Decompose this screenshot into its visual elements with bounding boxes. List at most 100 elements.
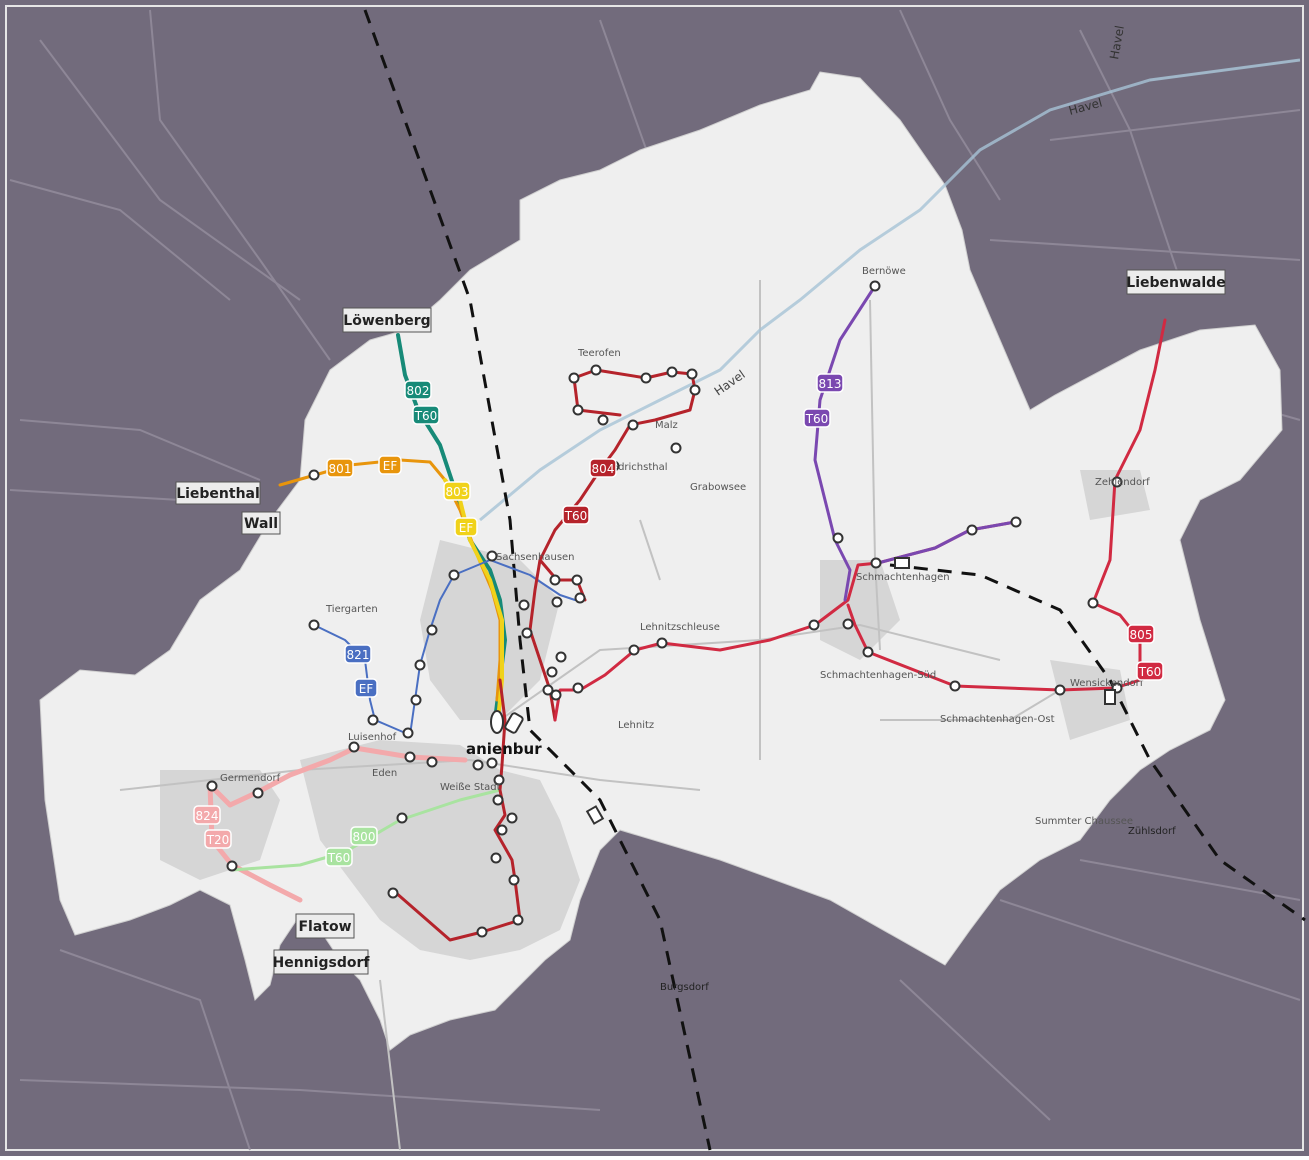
bus-stop[interactable] [252, 787, 264, 799]
bus-stop[interactable] [628, 644, 640, 656]
line-badge-803[interactable]: 803 [443, 481, 471, 501]
bus-stop[interactable] [551, 596, 563, 608]
destination-liebenwalde[interactable]: Liebenwalde [1126, 269, 1226, 295]
bus-stop[interactable] [396, 812, 408, 824]
station-marker-east[interactable] [894, 557, 910, 569]
bus-stop[interactable] [597, 414, 609, 426]
bus-stop[interactable] [308, 619, 320, 631]
bus-stop[interactable] [1054, 684, 1066, 696]
bus-stop[interactable] [832, 532, 844, 544]
bus-stop[interactable] [486, 550, 498, 562]
bus-stop[interactable] [568, 372, 580, 384]
bus-stop[interactable] [486, 757, 498, 769]
line-badge-label: EF [359, 682, 374, 696]
bus-stop[interactable] [689, 384, 701, 396]
destination-label: Liebenwalde [1126, 275, 1225, 291]
line-badge-t60[interactable]: T60 [325, 847, 353, 867]
bus-stop[interactable] [1111, 476, 1123, 488]
bus-stop[interactable] [508, 874, 520, 886]
line-badge-821[interactable]: 821 [344, 644, 372, 664]
station-marker-se[interactable] [1104, 689, 1116, 705]
bus-stop[interactable] [542, 684, 554, 696]
line-badge-t60[interactable]: T60 [803, 408, 831, 428]
bus-stop[interactable] [686, 368, 698, 380]
bus-stop[interactable] [387, 887, 399, 899]
line-badge-bg [803, 408, 831, 428]
bus-stop[interactable] [206, 780, 218, 792]
bus-stop[interactable] [666, 366, 678, 378]
bus-stop[interactable] [1010, 516, 1022, 528]
bus-stop[interactable] [555, 651, 567, 663]
bus-stop[interactable] [414, 659, 426, 671]
bus-stop[interactable] [348, 741, 360, 753]
bus-stop[interactable] [574, 592, 586, 604]
bus-stop[interactable] [506, 812, 518, 824]
bus-stop[interactable] [1087, 597, 1099, 609]
label-schmachtenhagen-ost: Schmachtenhagen-Ost [940, 714, 1055, 725]
bus-stop[interactable] [226, 860, 238, 872]
bus-stop[interactable] [476, 926, 488, 938]
bus-stop[interactable] [590, 364, 602, 376]
bus-stop[interactable] [572, 404, 584, 416]
bus-stop[interactable] [571, 574, 583, 586]
line-badge-800[interactable]: 800 [350, 826, 378, 846]
bus-stop[interactable] [512, 914, 524, 926]
bus-stop[interactable] [521, 627, 533, 639]
bus-stop[interactable] [490, 852, 502, 864]
line-badge-ef[interactable]: EF [378, 455, 402, 475]
bus-stop[interactable] [808, 619, 820, 631]
bus-stop[interactable] [426, 756, 438, 768]
bus-stop[interactable] [869, 280, 881, 292]
destination-flatow[interactable]: Flatow [295, 913, 355, 939]
line-badge-ef[interactable]: EF [354, 678, 378, 698]
bus-stop[interactable] [493, 774, 505, 786]
bus-stop[interactable] [546, 666, 558, 678]
bus-stop[interactable] [966, 524, 978, 536]
line-badge-802[interactable]: 802 [404, 380, 432, 400]
destination-wall[interactable]: Wall [241, 511, 281, 535]
line-badge-801[interactable]: 801 [326, 458, 354, 478]
line-badge-824[interactable]: 824 [193, 805, 221, 825]
bus-stop[interactable] [842, 618, 854, 630]
bus-stop[interactable] [870, 557, 882, 569]
bus-stop[interactable] [550, 689, 562, 701]
destination-hennigsdorf[interactable]: Hennigsdorf [273, 949, 371, 975]
line-badge-t60[interactable]: T60 [412, 405, 440, 425]
line-badge-bg [325, 847, 353, 867]
bus-stop[interactable] [640, 372, 652, 384]
line-badge-ef[interactable]: EF [454, 517, 478, 537]
bus-stop[interactable] [518, 599, 530, 611]
destination-box-bg [273, 949, 369, 975]
bus-stop[interactable] [472, 759, 484, 771]
bus-stop[interactable] [549, 574, 561, 586]
bus-stop[interactable] [410, 694, 422, 706]
line-badge-813[interactable]: 813 [816, 373, 844, 393]
bus-stop[interactable] [572, 682, 584, 694]
line-badge-t60[interactable]: T60 [562, 505, 590, 525]
bus-stop[interactable] [448, 569, 460, 581]
bus-stop[interactable] [627, 419, 639, 431]
bus-stop[interactable] [862, 646, 874, 658]
line-badge-t60[interactable]: T60 [1136, 661, 1164, 681]
station-marker-south[interactable] [585, 805, 605, 825]
bus-stop[interactable] [367, 714, 379, 726]
line-badge-804[interactable]: 804 [589, 458, 617, 478]
bus-stop[interactable] [670, 442, 682, 454]
destination-liebenthal[interactable]: Liebenthal [175, 481, 261, 505]
destination-loewenberg[interactable]: Löwenberg [342, 307, 432, 333]
bus-stop[interactable] [308, 469, 320, 481]
label-sachsenhausen: Sachsenhausen [496, 552, 575, 563]
bus-stop[interactable] [949, 680, 961, 692]
bus-stop[interactable] [402, 727, 414, 739]
line-badge-bg [816, 373, 844, 393]
bus-stop[interactable] [496, 824, 508, 836]
oranienburg-terminal[interactable] [490, 710, 524, 734]
bus-stop[interactable] [404, 751, 416, 763]
line-badge-805[interactable]: 805 [1127, 624, 1155, 644]
line-badge-t20[interactable]: T20 [204, 829, 232, 849]
bus-stop[interactable] [492, 794, 504, 806]
bus-stop[interactable] [656, 637, 668, 649]
bus-stop[interactable] [426, 624, 438, 636]
destination-box-bg [295, 913, 355, 939]
